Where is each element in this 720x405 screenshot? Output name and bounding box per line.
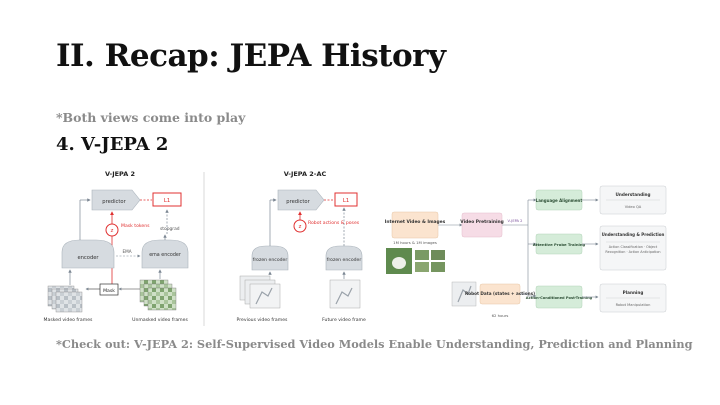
stage-label-3: Action-Conditioned Post-Training (526, 296, 593, 300)
stage-label-2: Attentive Probe Training (533, 242, 586, 247)
internet-image-thumb-3 (431, 250, 445, 260)
output-title-3: Planning (623, 290, 644, 295)
video-pretraining-label: Video Pretraining (460, 219, 503, 225)
diagram-vjepa2: V-JEPA 2 predictor L1 z Mask tokens stop… (44, 170, 189, 323)
stage-label-1: Language Alignment (536, 198, 583, 203)
ema-encoder-block (141, 239, 189, 269)
frozen-encoder-2-label: frozen encoder (327, 257, 362, 263)
internet-video-label: Internet Video & Images (385, 219, 446, 225)
ac-loss-box (334, 192, 358, 207)
ac-loss-label: L1 (343, 198, 350, 204)
output-detail-1: Video QA (625, 205, 642, 209)
frozen-encoder-1-block (251, 245, 289, 271)
unmasked-frames-label: Unmasked video frames (132, 317, 188, 323)
ema-label: EMA (122, 249, 131, 254)
loss-label: L1 (164, 198, 171, 204)
mask-label: Mask (103, 288, 115, 294)
previous-frames-label: Previous video frames (237, 317, 289, 323)
footnote-reference: *Check out: V-JEPA 2: Self-Supervised Vi… (56, 337, 693, 351)
vjepa2-figure: V-JEPA 2 predictor L1 z Mask tokens stop… (0, 168, 720, 333)
output-box-understanding-prediction (599, 225, 667, 271)
encoder-label: encoder (77, 255, 99, 261)
ac-z-label: z (299, 224, 302, 230)
robot-actions-label: Robot actions & poses (308, 220, 360, 226)
internet-image-thumb-5 (431, 262, 445, 272)
slide-title: II. Recap: JEPA History (56, 38, 446, 74)
internet-hours-label: 1M hours & 1M images (393, 240, 437, 245)
video-pretraining-box (461, 212, 503, 238)
future-frame-image (329, 279, 361, 309)
robot-image (451, 281, 477, 307)
predictor-label: predictor (102, 199, 126, 205)
ac-predictor-block (277, 189, 325, 211)
internet-video-box (391, 211, 439, 239)
mask-box (99, 283, 119, 296)
previous-frames-image (249, 283, 281, 309)
encoder-block (61, 239, 115, 269)
robot-hours-label: 62 hours (492, 313, 509, 318)
loss-box (152, 192, 182, 207)
vjepa-flow-label: V-JEPA 2 (508, 219, 523, 223)
robot-data-label: Robot Data (states + actions) (465, 291, 535, 296)
output-title-1: Understanding (616, 192, 651, 197)
masked-frames-image (55, 291, 83, 313)
ac-predictor-label: predictor (286, 199, 310, 205)
output-detail-3: Robot Manipulation (616, 303, 651, 307)
frozen-encoder-1-label: frozen encoder (253, 257, 288, 263)
slide-note: *Both views come into play (56, 110, 246, 125)
diagram-vjepa2-title: V-JEPA 2 (105, 170, 135, 178)
internet-image-thumb-4 (415, 262, 429, 272)
output-detail-2: Action Classification · Object Recogniti… (605, 245, 661, 254)
section-heading: 4. V-JEPA 2 (56, 134, 169, 155)
unmasked-frames-image (147, 287, 177, 311)
internet-image-thumb-2 (415, 250, 429, 260)
output-title-2: Understanding & Prediction (602, 232, 665, 237)
ema-encoder-label: ema encoder (149, 252, 181, 258)
diagram-vjepa2ac-title: V-JEPA 2-AC (284, 170, 327, 178)
masked-frames-label: Masked video frames (44, 317, 94, 323)
predictor-block (91, 189, 141, 211)
diagram-vjepa2-ac: V-JEPA 2-AC predictor L1 z Robot actions… (237, 170, 366, 323)
frozen-encoder-2-block (325, 245, 363, 271)
z-label: z (111, 228, 114, 234)
mask-tokens-label: Mask tokens (121, 223, 150, 229)
future-frame-label: Future video frame (322, 317, 366, 323)
stopgrad-label: stopgrad (160, 226, 180, 232)
diagram-pipeline: Internet Video & Images 1M hours & 1M im… (385, 185, 667, 318)
